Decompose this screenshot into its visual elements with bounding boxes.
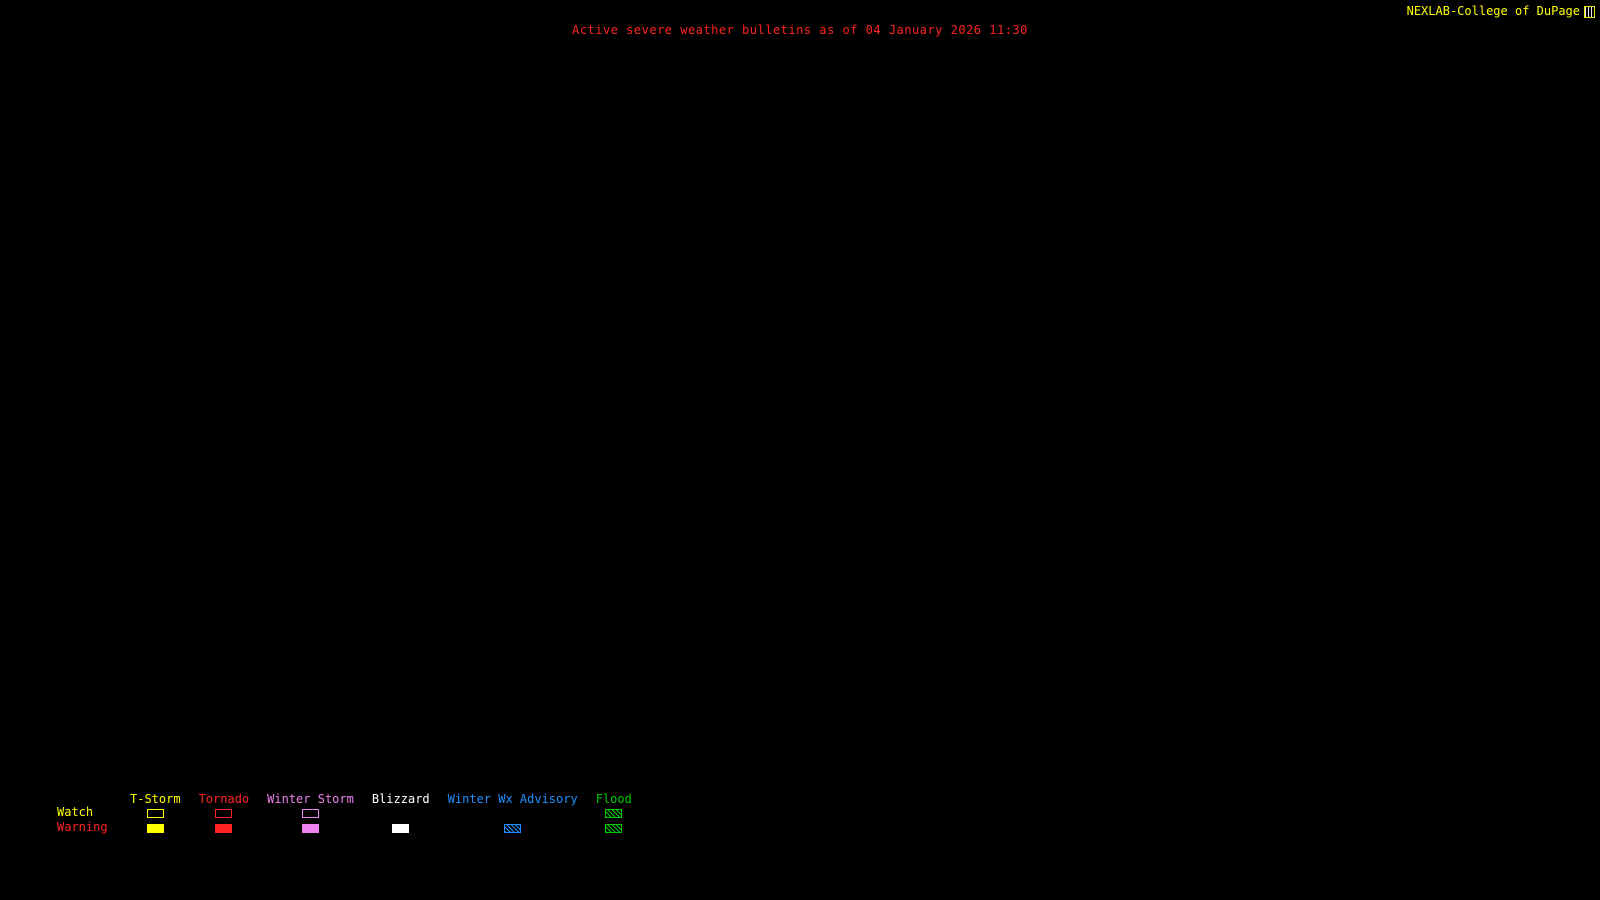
watch-swatch-slot	[596, 806, 632, 821]
warning-swatch-hatch	[605, 824, 623, 833]
brand-text: NEXLAB-College of DuPage	[1406, 4, 1580, 18]
watch-swatch-slot	[267, 806, 354, 821]
warning-swatch-slot	[372, 821, 430, 836]
watch-swatch-hatch	[605, 809, 623, 818]
legend-category: Winter Storm	[267, 793, 354, 836]
watch-swatch-slot	[448, 806, 578, 821]
legend-category: Blizzard	[372, 793, 430, 836]
brand: NEXLAB-College of DuPage	[1407, 5, 1595, 18]
legend-category-label: Winter Storm	[267, 792, 354, 806]
warning-swatch-slot	[596, 821, 632, 836]
watch-swatch-outline	[146, 809, 164, 818]
legend-category: T-Storm	[130, 793, 181, 836]
legend-category-label: Tornado	[198, 792, 250, 806]
watch-swatch-outline	[215, 809, 233, 818]
legend-row-label-warning: Warning	[57, 820, 108, 834]
warning-swatch-fill	[215, 824, 233, 833]
nexlab-logo-icon	[1584, 5, 1595, 18]
legend-category: Flood	[596, 793, 632, 836]
legend-row-label-watch: Watch	[57, 805, 94, 819]
warning-swatch-slot	[267, 821, 354, 836]
legend-category: Tornado	[198, 792, 250, 836]
warning-swatch-slot	[199, 821, 250, 836]
legend-category-label: Blizzard	[371, 792, 430, 806]
watch-swatch-slot	[199, 806, 250, 821]
watch-swatch-outline	[302, 809, 319, 818]
warning-swatch-slot	[448, 821, 578, 836]
bulletin-title: Active severe weather bulletins as of 04…	[572, 23, 1028, 37]
legend-category: Winter Wx Advisory	[448, 793, 578, 836]
legend-category-label: Flood	[595, 792, 632, 806]
watch-swatch-slot	[130, 806, 181, 821]
warning-swatch-fill	[146, 824, 164, 833]
legend: T-Storm Tornado Winter Storm Blizzard Winter…	[130, 793, 632, 836]
warning-swatch-slot	[130, 821, 181, 836]
watch-swatch-slot	[372, 806, 430, 821]
warning-swatch-fill	[302, 824, 319, 833]
warning-swatch-hatch	[504, 824, 522, 833]
legend-category-label: Winter Wx Advisory	[447, 792, 578, 806]
warning-swatch-fill	[392, 824, 410, 833]
legend-category-label: T-Storm	[130, 792, 181, 806]
